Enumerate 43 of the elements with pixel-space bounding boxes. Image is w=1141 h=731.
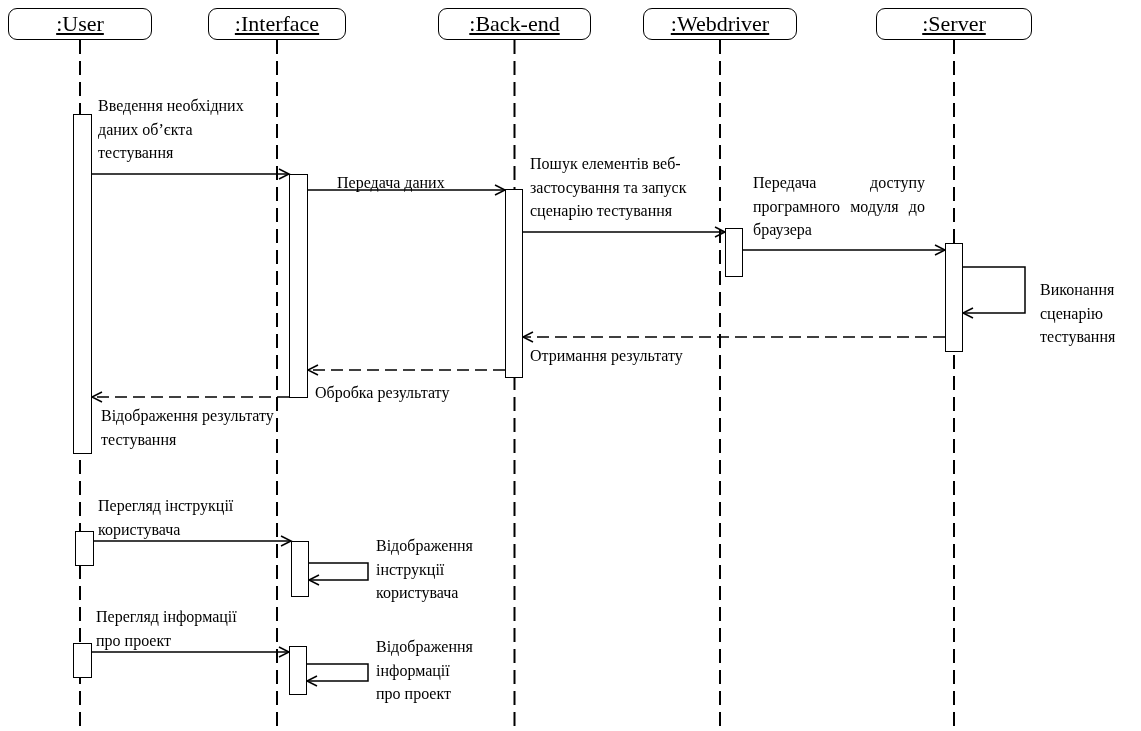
message-label: Перегляд інструкції користувача xyxy=(98,496,235,541)
message-label: Відображення інформації про проект xyxy=(376,637,474,705)
activation-bar xyxy=(75,531,94,566)
participant-box xyxy=(208,8,346,40)
activation-bar xyxy=(945,243,963,352)
message-label: Перегляд інформації про проект xyxy=(96,607,238,652)
participant-box xyxy=(438,8,591,40)
activation-bar xyxy=(291,541,309,597)
message-arrow xyxy=(307,184,506,196)
activation-bar xyxy=(725,228,743,277)
message-label: Пошук елементів веб-застосування та запуск сценарію тестування xyxy=(530,154,688,222)
message-label: Отримання результату xyxy=(530,346,684,367)
message-arrow xyxy=(91,168,290,180)
activation-bar xyxy=(73,643,92,678)
participant-name: :Webdriver xyxy=(670,11,770,37)
participant-name: :Back-end xyxy=(469,11,560,37)
self-message-arrow xyxy=(962,266,1026,319)
participant-name: :Interface xyxy=(234,11,320,37)
participant-box xyxy=(876,8,1032,40)
return-arrow xyxy=(91,391,290,403)
activation-bar xyxy=(505,189,523,378)
self-message-arrow xyxy=(306,663,369,687)
message-label: Виконання сценарію тестування xyxy=(1040,280,1117,348)
activation-bar xyxy=(73,114,92,454)
message-arrow xyxy=(742,244,946,256)
activation-bar xyxy=(289,174,308,398)
message-label: Обробка результату xyxy=(315,383,451,404)
participant-name: :User xyxy=(56,11,104,37)
message-label: Передача даних xyxy=(337,173,446,194)
message-arrow xyxy=(93,535,292,547)
return-arrow xyxy=(522,331,946,343)
message-label: Відображення результату тестування xyxy=(101,406,275,451)
participant-box xyxy=(643,8,797,40)
message-arrow xyxy=(522,226,726,238)
message-arrow xyxy=(91,646,290,658)
return-arrow xyxy=(307,364,506,376)
participant-box xyxy=(8,8,152,40)
message-label: Передача доступу програмного модуля до браузера xyxy=(753,173,925,241)
message-label: Введення необхідних даних об’єкта тестування xyxy=(98,96,245,164)
participant-name: :Server xyxy=(922,11,986,37)
self-message-arrow xyxy=(308,562,369,586)
message-label: Відображення інструкції користувача xyxy=(376,536,474,604)
activation-bar xyxy=(289,646,307,695)
